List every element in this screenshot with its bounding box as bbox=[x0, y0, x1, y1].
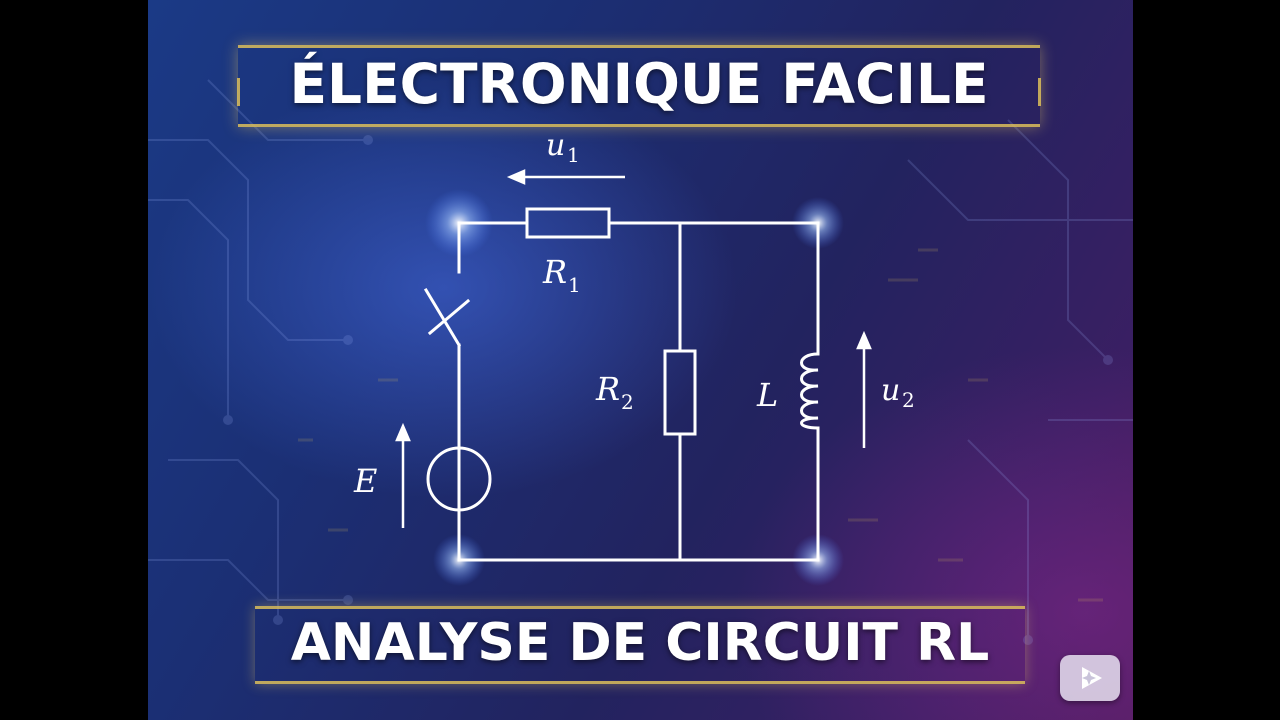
thumbnail-background bbox=[148, 0, 1133, 720]
label-u2-sub: 2 bbox=[902, 388, 915, 412]
label-r2-main: R bbox=[595, 370, 620, 408]
arrow-e-head bbox=[395, 422, 411, 442]
resistor-r1 bbox=[525, 207, 611, 239]
label-r1-sub: 1 bbox=[568, 273, 581, 297]
label-u1-main: u bbox=[546, 128, 565, 163]
inductor-l bbox=[800, 352, 820, 430]
switch-actuator bbox=[427, 298, 471, 336]
arrow-u2-head bbox=[856, 330, 872, 350]
arrow-u1-head bbox=[506, 169, 526, 185]
page-subtitle: ANALYSE DE CIRCUIT RL bbox=[290, 613, 990, 673]
label-l: L bbox=[756, 376, 778, 414]
sparkle-play-icon bbox=[1082, 667, 1102, 689]
label-e: E bbox=[353, 462, 377, 500]
switch-blade bbox=[423, 287, 462, 348]
label-r1-main: R bbox=[542, 253, 567, 291]
sparkle-play-badge[interactable] bbox=[1060, 655, 1120, 701]
label-u2-main: u bbox=[881, 373, 900, 408]
resistor-r2 bbox=[663, 349, 697, 436]
page-title: ÉLECTRONIQUE FACILE bbox=[289, 52, 989, 116]
label-u1-sub: 1 bbox=[567, 143, 580, 167]
subtitle-frame bbox=[255, 606, 1025, 684]
title-frame bbox=[237, 45, 1041, 127]
label-r2-sub: 2 bbox=[621, 390, 634, 414]
circuit-trace-pattern bbox=[148, 79, 1133, 645]
